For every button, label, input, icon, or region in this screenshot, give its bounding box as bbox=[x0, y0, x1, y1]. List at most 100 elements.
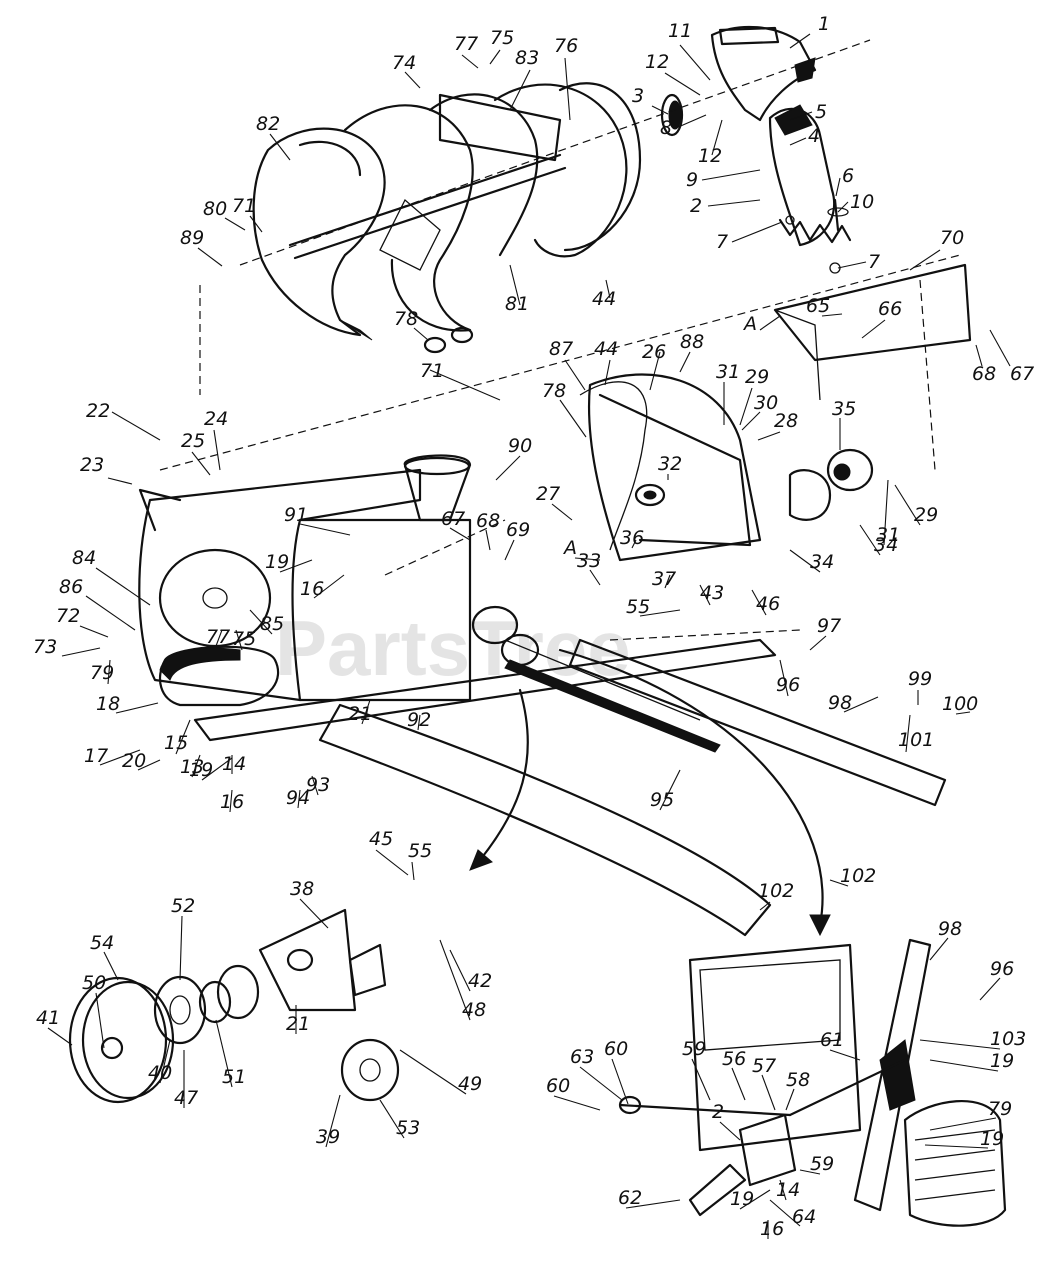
part-number-label: 27 bbox=[536, 483, 560, 505]
leader-line bbox=[679, 44, 711, 81]
detail-arrows bbox=[469, 648, 831, 937]
leader-line bbox=[809, 635, 827, 651]
watermark: PartsTree bbox=[275, 604, 631, 692]
leader-line bbox=[559, 399, 587, 438]
part-number-label: 12 bbox=[645, 51, 669, 73]
frame-and-belts bbox=[138, 488, 947, 937]
part-number-label: 38 bbox=[290, 878, 314, 900]
assembly-guide-lines bbox=[159, 39, 961, 641]
part-number-label: 18 bbox=[96, 693, 120, 715]
part-number-label: 44 bbox=[594, 338, 618, 360]
part-number-label: 102 bbox=[840, 865, 876, 887]
leader-line bbox=[107, 477, 133, 485]
part-number-label: 19 bbox=[189, 759, 213, 781]
part-number-label: 78 bbox=[542, 380, 566, 402]
leader-line bbox=[929, 1117, 997, 1131]
leader-line bbox=[449, 527, 471, 541]
leader-line bbox=[79, 625, 109, 638]
part-number-label: 60 bbox=[604, 1038, 628, 1060]
part-number-label: 2 bbox=[690, 195, 702, 217]
leader-line bbox=[439, 939, 471, 1021]
part-number-label: 14 bbox=[776, 1179, 800, 1201]
leader-line bbox=[175, 719, 191, 755]
part-number-label: 16 bbox=[300, 578, 324, 600]
leader-line bbox=[789, 137, 807, 146]
part-number-label: 83 bbox=[515, 47, 539, 69]
part-number-label: 60 bbox=[546, 1075, 570, 1097]
leader-line bbox=[399, 1049, 467, 1095]
leader-line bbox=[564, 359, 586, 391]
part-number-label: 97 bbox=[817, 615, 841, 637]
leader-line bbox=[191, 754, 201, 778]
leader-line bbox=[719, 1121, 741, 1141]
part-number-label: 19 bbox=[990, 1050, 1014, 1072]
part-number-label: 31 bbox=[876, 524, 900, 546]
leader-line bbox=[789, 549, 821, 573]
leader-line bbox=[249, 609, 273, 635]
leader-line bbox=[47, 1027, 73, 1046]
leader-line bbox=[955, 711, 971, 715]
part-number-label: 30 bbox=[754, 392, 778, 414]
part-number-label: 61 bbox=[820, 1029, 844, 1051]
part-number-label: 21 bbox=[348, 703, 372, 725]
leader-line bbox=[215, 1019, 233, 1088]
leader-line bbox=[731, 221, 783, 243]
leader-line bbox=[664, 72, 701, 96]
part-number-label: 82 bbox=[256, 113, 280, 135]
leader-line bbox=[905, 714, 911, 753]
part-number-label: 44 bbox=[592, 288, 616, 310]
leader-line bbox=[579, 1066, 623, 1101]
leader-line bbox=[215, 629, 223, 647]
leader-line bbox=[413, 327, 429, 341]
part-number-label: 19 bbox=[980, 1128, 1004, 1150]
part-number-label: 42 bbox=[468, 970, 492, 992]
leader-line bbox=[829, 879, 849, 887]
part-number-label: A bbox=[742, 313, 757, 335]
part-number-label: 68 bbox=[476, 510, 500, 532]
part-number-label: 15 bbox=[164, 732, 188, 754]
part-number-label: 96 bbox=[990, 958, 1014, 980]
leader-line bbox=[779, 659, 789, 697]
part-number-label: 34 bbox=[874, 534, 898, 556]
part-number-label: 56 bbox=[722, 1048, 746, 1070]
part-number-label: 100 bbox=[942, 693, 978, 715]
part-number-label: 67 bbox=[441, 508, 465, 530]
leader-line bbox=[485, 529, 491, 551]
leader-line bbox=[191, 451, 211, 476]
leader-line bbox=[751, 589, 767, 616]
part-number-label: 4 bbox=[808, 125, 820, 147]
leader-line bbox=[297, 789, 301, 809]
auger-assembly bbox=[252, 82, 642, 354]
leader-line bbox=[699, 584, 711, 606]
part-number-label: 75 bbox=[490, 27, 514, 49]
leader-line bbox=[739, 387, 753, 426]
leader-line bbox=[179, 915, 183, 981]
leader-line bbox=[299, 523, 351, 536]
part-number-label: 68 bbox=[972, 363, 996, 385]
part-number-label: 43 bbox=[700, 582, 724, 604]
part-number-label: 20 bbox=[122, 750, 146, 772]
leader-line bbox=[299, 898, 329, 929]
leader-line bbox=[449, 949, 471, 992]
part-number-label: 29 bbox=[745, 366, 769, 388]
leader-line bbox=[107, 659, 111, 685]
leader-line bbox=[404, 71, 421, 89]
part-number-label: 59 bbox=[810, 1153, 834, 1175]
part-number-label: 77 bbox=[454, 33, 478, 55]
part-number-label: 70 bbox=[940, 227, 964, 249]
part-number-label: 5 bbox=[815, 101, 827, 123]
part-number-label: 57 bbox=[752, 1055, 776, 1077]
part-number-label: 84 bbox=[72, 547, 96, 569]
part-number-label: 88 bbox=[680, 331, 704, 353]
part-number-label: 71 bbox=[420, 360, 444, 382]
part-number-label: 23 bbox=[80, 454, 104, 476]
part-number-label: 17 bbox=[84, 745, 108, 767]
part-number-label: 98 bbox=[828, 692, 852, 714]
part-number-label: 46 bbox=[756, 593, 780, 615]
tractor-attachment-detail bbox=[618, 938, 1007, 1227]
leader-line bbox=[461, 54, 479, 69]
part-number-label: 3 bbox=[632, 85, 644, 107]
part-number-label: 16 bbox=[220, 791, 244, 813]
